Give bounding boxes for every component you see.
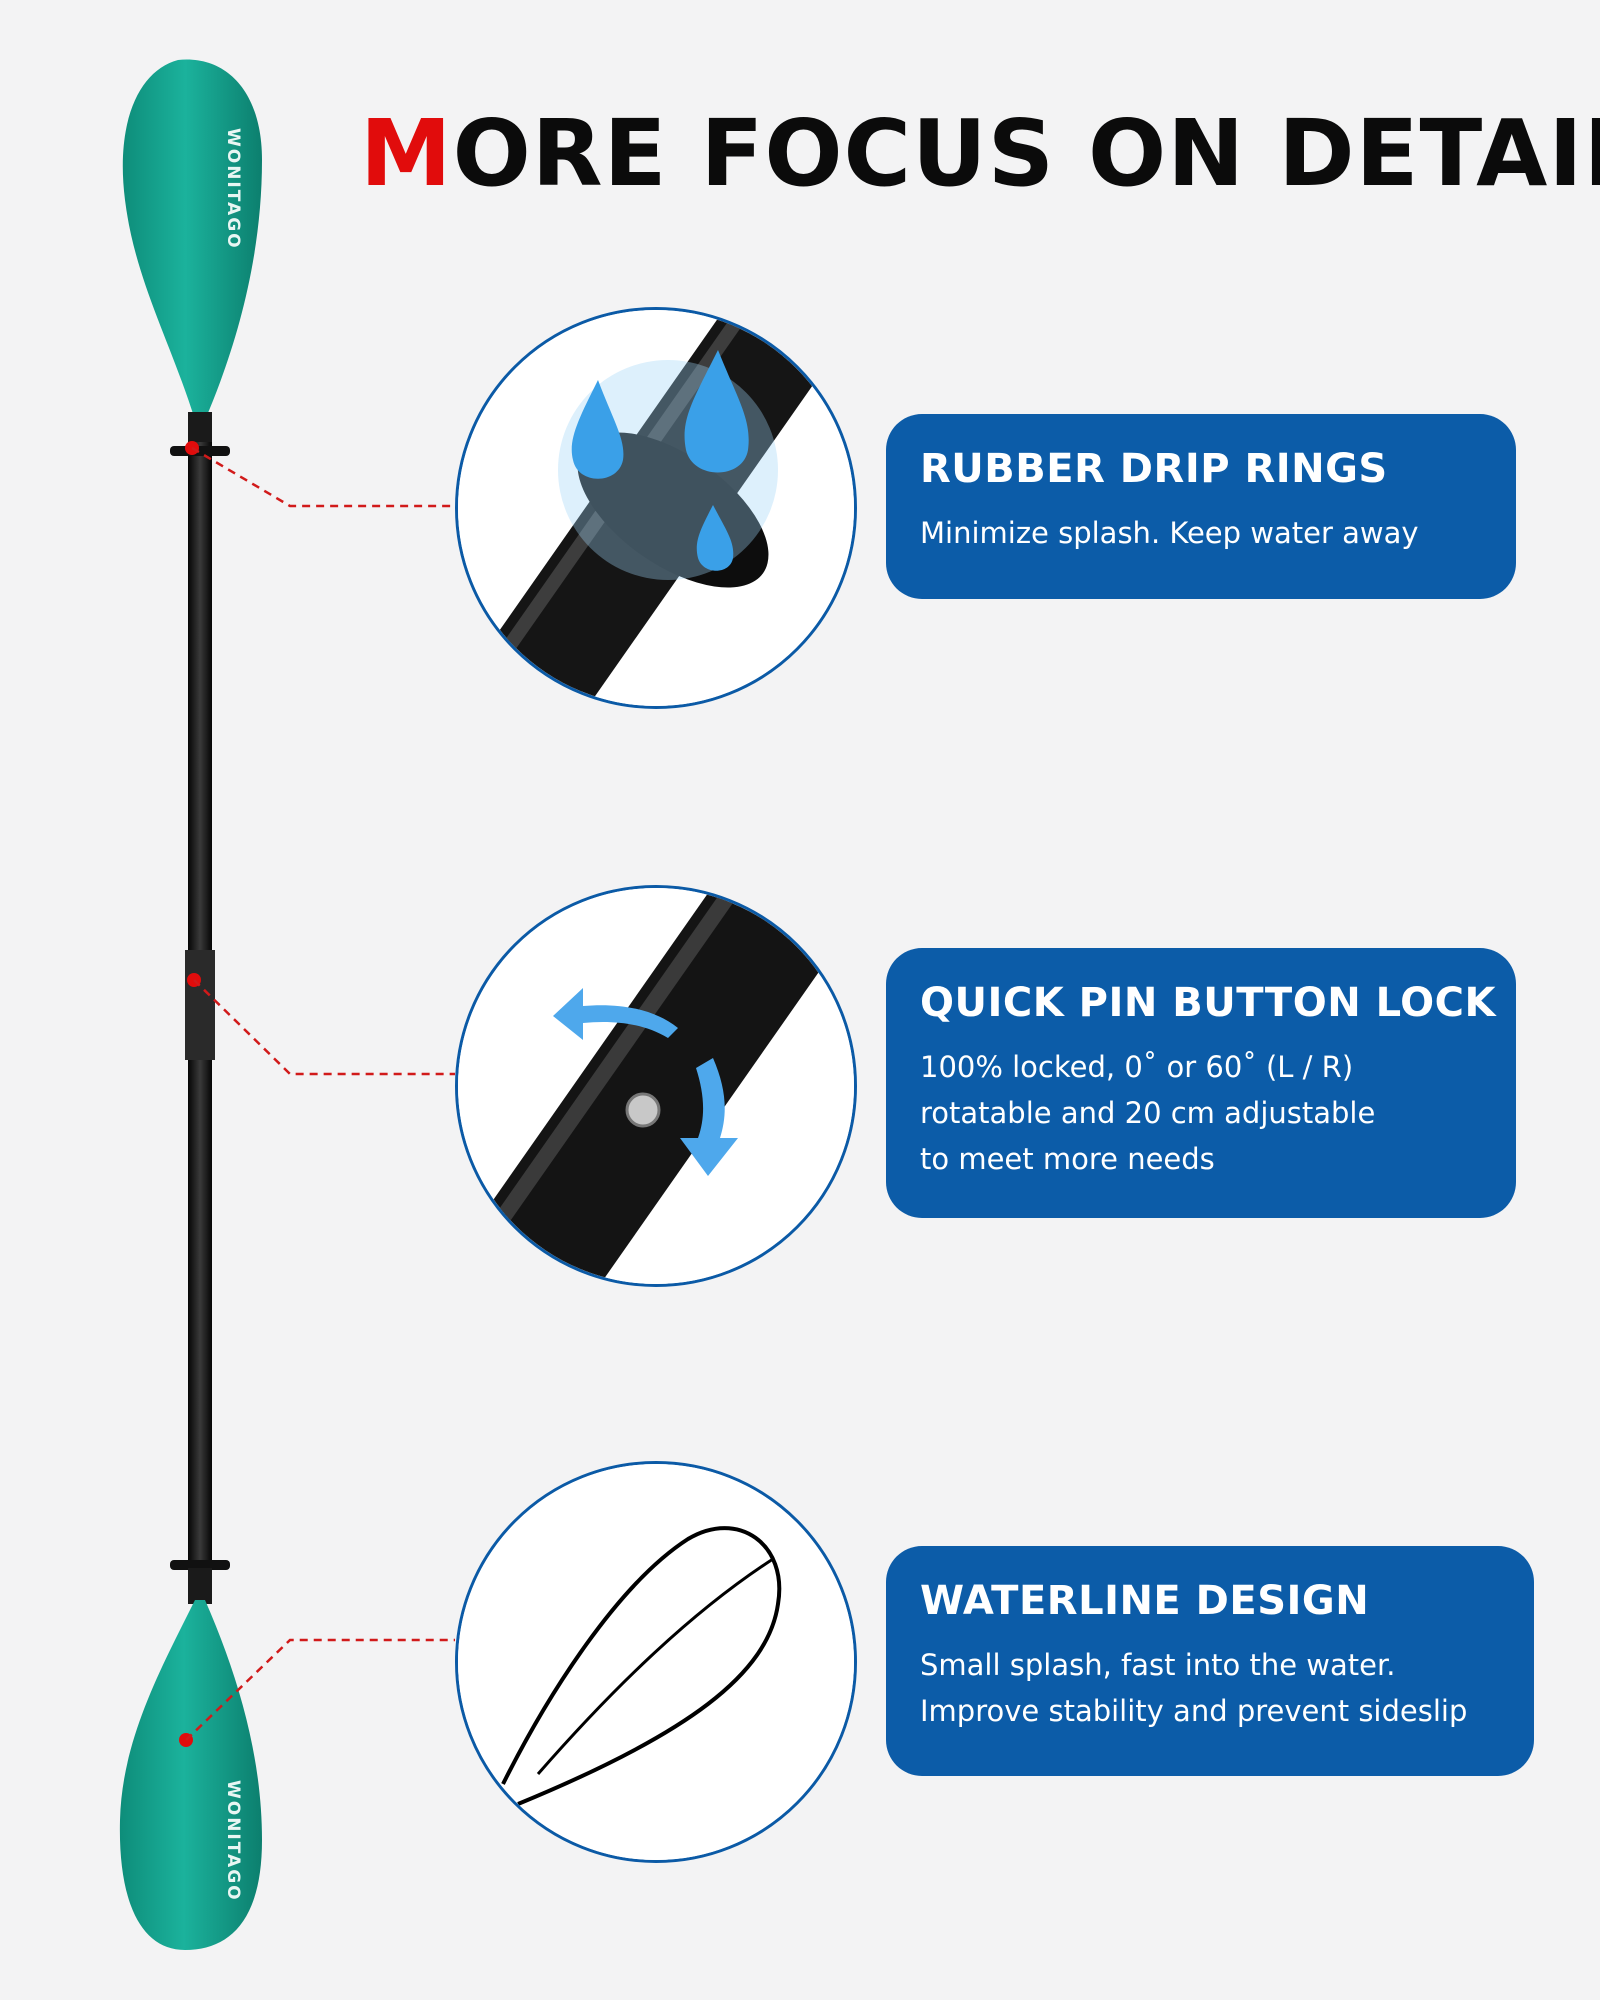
feature-card-waterline: WATERLINE DESIGN Small splash, fast into… — [886, 1546, 1534, 1776]
top-blade — [122, 59, 263, 420]
pin-button-detail — [455, 885, 857, 1287]
title-accent-letter: M — [360, 100, 453, 207]
shaft-joint — [185, 950, 215, 1060]
bottom-drip-ring — [170, 1560, 230, 1570]
pin-button-icon — [458, 888, 854, 1284]
feature-title: WATERLINE DESIGN — [920, 1578, 1370, 1624]
drip-ring-icon — [458, 310, 854, 706]
feature-card-drip-rings: RUBBER DRIP RINGS Minimize splash. Keep … — [886, 414, 1516, 599]
blade-outline-detail — [455, 1461, 857, 1863]
brand-bottom: WONITAGO — [223, 1780, 243, 1902]
page-title: MORE FOCUS ON DETAIL — [360, 100, 1600, 207]
title-text: ORE FOCUS ON DETAIL — [452, 100, 1600, 207]
top-blade-neck — [188, 412, 212, 442]
top-drip-ring — [170, 446, 230, 456]
bottom-blade — [119, 1600, 262, 1950]
feature-description: Minimize splash. Keep water away — [920, 516, 1419, 550]
drip-ring-detail — [455, 307, 857, 709]
feature-title: QUICK PIN BUTTON LOCK — [920, 980, 1497, 1026]
feature-title: RUBBER DRIP RINGS — [920, 446, 1388, 492]
callout-line-lock — [193, 979, 455, 1076]
bottom-blade-neck — [188, 1568, 212, 1604]
callout-line-waterline — [185, 1638, 455, 1741]
brand-top: WONITAGO — [223, 128, 243, 250]
callout-line-drip — [191, 446, 455, 508]
blade-outline-icon — [458, 1464, 854, 1860]
feature-description: Small splash, fast into the water. Impro… — [920, 1648, 1468, 1728]
feature-card-pin-lock: QUICK PIN BUTTON LOCK 100% locked, 0˚ or… — [886, 948, 1516, 1218]
feature-description: 100% locked, 0˚ or 60˚ (L / R) rotatable… — [920, 1050, 1376, 1176]
